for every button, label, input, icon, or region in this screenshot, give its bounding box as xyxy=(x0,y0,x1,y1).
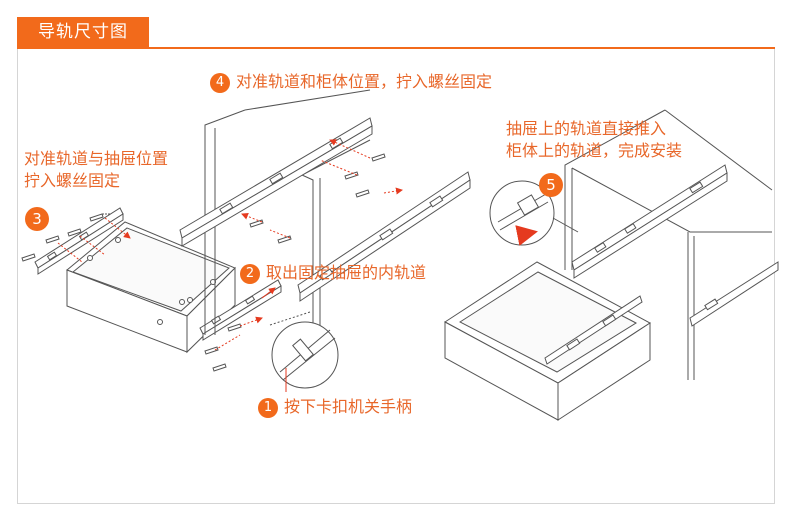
step-3-line-1: 对准轨道与抽屉位置 xyxy=(24,149,169,168)
right-cabinet xyxy=(564,109,773,380)
left-screw-dashes xyxy=(57,217,263,351)
section-title: 导轨尺寸图 xyxy=(17,17,149,47)
step-2-badge: 2 xyxy=(240,264,260,284)
right-rails xyxy=(571,164,779,327)
step-2-text: 取出固定抽屉的内轨道 xyxy=(266,263,427,282)
step-5-line-2: 柜体上的轨道，完成安装 xyxy=(506,141,683,160)
clip-detail xyxy=(261,287,339,389)
step-3-label: 对准轨道与抽屉位置 拧入螺丝固定 xyxy=(24,148,168,192)
step-5-badge: 5 xyxy=(539,173,563,197)
left-drawer xyxy=(66,221,236,354)
left-drawer-holes xyxy=(87,237,216,325)
step-3-badge: 3 xyxy=(25,207,49,231)
left-inner-rail xyxy=(34,207,282,341)
step-1-label: 1 按下卡扣机关手柄 xyxy=(258,396,412,418)
diagram-frame xyxy=(17,49,775,504)
step-2-label: 2 取出固定抽屉的内轨道 xyxy=(240,262,426,284)
step-5-line-1: 抽屉上的轨道直接推入 xyxy=(506,119,667,138)
right-detail-circle xyxy=(489,180,555,246)
step-4-badge: 4 xyxy=(210,73,230,93)
step-3-line-2: 拧入螺丝固定 xyxy=(24,171,121,190)
step-5-label: 抽屉上的轨道直接推入 柜体上的轨道，完成安装 xyxy=(506,118,682,162)
middle-screw-dashes xyxy=(241,139,403,239)
middle-rails xyxy=(179,117,471,302)
right-drawer xyxy=(444,261,651,421)
header-underline xyxy=(17,47,775,49)
step-4-label: 4 对准轨道和柜体位置，拧入螺丝固定 xyxy=(210,71,492,93)
left-screws xyxy=(21,213,242,372)
step-1-text: 按下卡扣机关手柄 xyxy=(284,397,413,416)
step-1-badge: 1 xyxy=(258,398,278,418)
step-4-text: 对准轨道和柜体位置，拧入螺丝固定 xyxy=(236,72,493,91)
middle-screws xyxy=(249,153,386,244)
